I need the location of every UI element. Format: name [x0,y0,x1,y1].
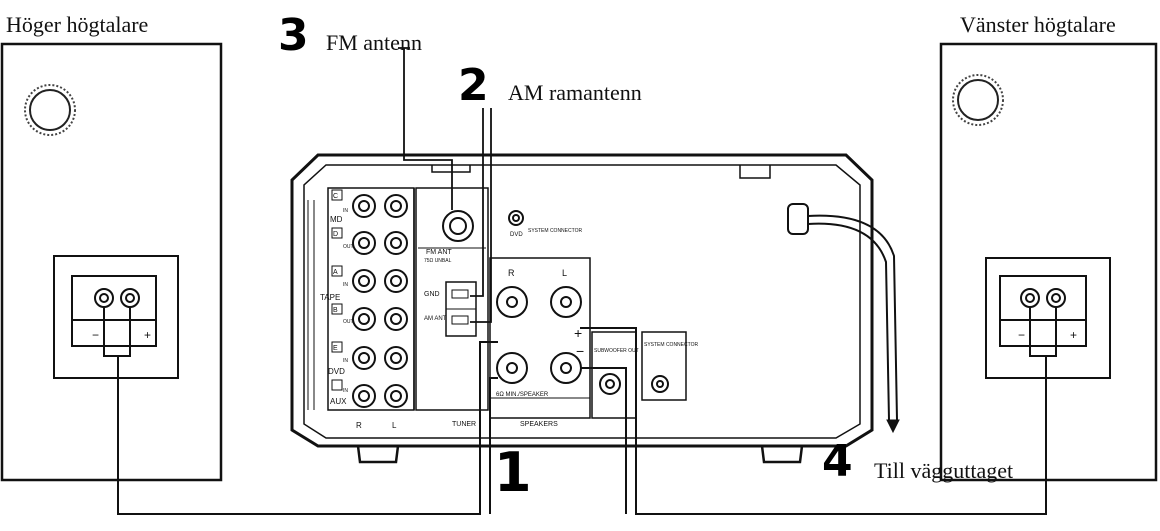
system-connector-jack [651,375,669,393]
main-unit [290,153,874,464]
label-dvd-jack: DVD [510,232,523,238]
left-speaker-cable [580,320,1047,515]
label-speaker-plus: + [574,325,582,341]
am-antenna-terminals [445,281,477,337]
right-speaker-terminal-plus [120,288,140,320]
fm-antenna-wire [403,48,453,210]
label-ch-d: D [333,231,338,238]
right-speaker-cable [103,320,498,515]
speaker-terminal-r-minus [496,352,528,384]
power-cord-clip [787,203,809,235]
left-speaker [939,42,1158,482]
label-dvd: DVD [328,367,345,376]
aux-in-jacks [352,384,408,408]
speaker-terminal-r-plus [496,286,528,318]
wall-outlet-label: Till vägguttaget [874,458,1014,483]
label-aux: AUX [330,397,347,406]
right-speaker-terminal-minus [94,288,114,320]
label-aux-in: IN [343,388,348,394]
label-bottom-l: L [392,421,397,430]
label-am-ant: AM ANT [424,316,447,322]
label-subwoofer-out: SUBWOOFER OUT [594,348,639,354]
label-tape-out: OUT [343,319,354,325]
input-jack-panel [327,187,415,411]
label-tape-in: IN [343,282,348,288]
left-speaker-tweeter [952,74,1004,126]
fm-antenna-jack [442,210,474,242]
label-md-in: IN [343,208,348,214]
step-3-number: 3 [278,10,309,61]
right-speaker-label: Höger högtalare [6,12,149,37]
unit-foot-left [356,445,400,464]
label-ch-c: C [333,193,338,200]
speaker-terminal-l-plus [550,286,582,318]
tape-in-jacks [352,269,408,293]
left-speaker-terminal-plate [985,257,1111,379]
label-dvd-in: IN [343,358,348,364]
md-out-jacks [352,231,408,255]
label-tuner: TUNER [452,421,476,428]
fm-antenna-label: FM antenn [326,30,422,55]
label-ch-e: E [333,345,338,352]
label-ch-a: A [333,269,338,276]
label-gnd: GND [424,291,440,298]
step-4-number: 4 [822,436,853,487]
left-speaker-terminal-minus [1020,288,1040,320]
right-speaker-terminal-plate [53,255,179,379]
am-antenna-label: AM ramantenn [508,80,642,105]
right-terminal-plus-label: + [144,328,151,342]
left-speaker-label: Vänster högtalare [960,12,1116,37]
label-tape: TAPE [320,293,340,302]
unit-foot-right [760,445,804,464]
label-system-connector: SYSTEM CONNECTOR [644,342,698,348]
label-speaker-imp: 6Ω MIN./SPEAKER [496,392,549,398]
right-speaker-tweeter [24,84,76,136]
antenna-panel [415,187,489,411]
tape-out-jacks [352,307,408,331]
label-speaker-minus: − [576,343,584,359]
label-md: MD [330,215,343,224]
md-in-jacks [352,194,408,218]
power-cord [807,214,898,421]
label-speakers-l: L [562,268,567,278]
left-terminal-minus-label: − [1018,328,1025,342]
label-fm-ant-sub: 75Ω UNBAL [424,258,452,264]
left-terminal-plus-label: + [1070,328,1077,342]
speaker-terminals-panel [489,257,591,419]
label-md-out: OUT [343,244,354,250]
label-ch-b: B [333,307,338,314]
label-bottom-r: R [356,421,362,430]
label-speakers: SPEAKERS [520,421,558,428]
am-antenna-wire [470,108,484,297]
label-fm-ant: FM ANT [426,249,452,256]
right-terminal-minus-label: − [92,328,99,342]
step-1-number: 1 [494,441,532,504]
power-cord-arrow [886,419,900,434]
label-system-connector-top: SYSTEM CONNECTOR [528,228,582,234]
right-speaker [0,42,223,482]
left-speaker-terminal-plus [1046,288,1066,320]
step-2-number: 2 [458,60,489,111]
dvd-system-jack [508,210,524,226]
label-speakers-r: R [508,268,515,278]
subwoofer-out-jack [599,373,621,395]
dvd-in-jacks [352,346,408,370]
